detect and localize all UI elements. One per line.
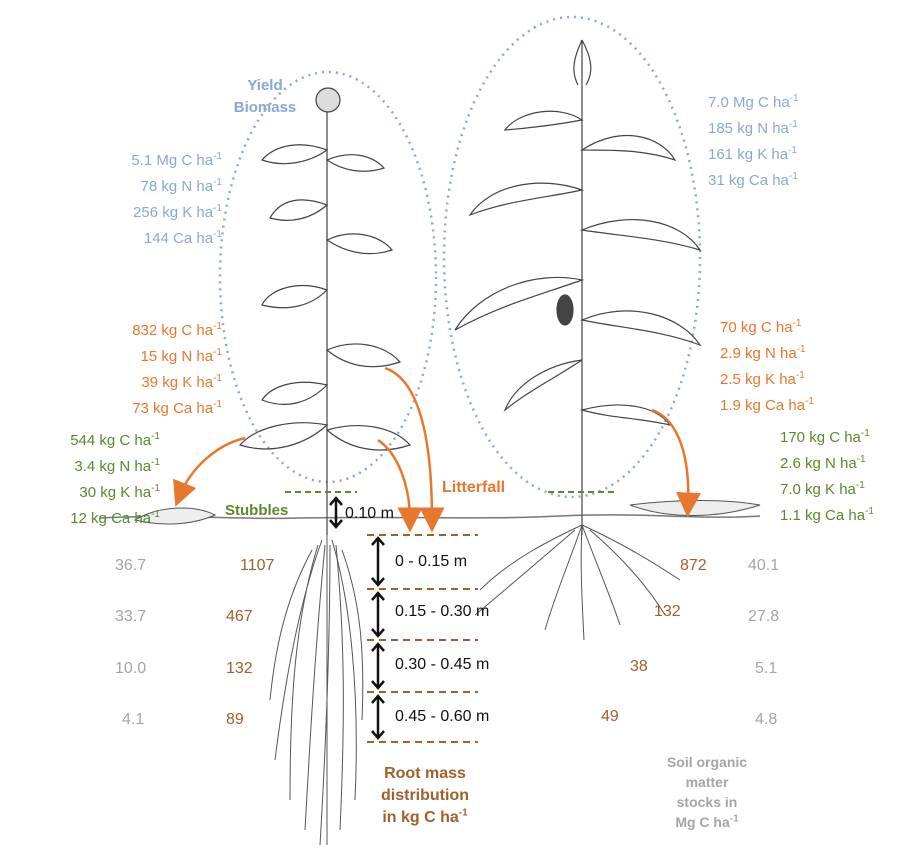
right-root-mass-4: 49 (601, 708, 619, 726)
left-root-mass-3: 132 (226, 660, 253, 678)
left-soil-stock-3: 10.0 (115, 660, 146, 678)
unit-superscript: -1 (805, 396, 814, 407)
right-fallen-leaf (630, 500, 760, 515)
unit-superscript: -1 (730, 813, 739, 824)
soil-caption-line2: matter (632, 772, 782, 792)
unit-superscript: -1 (213, 203, 222, 214)
unit-superscript: -1 (857, 454, 866, 465)
unit-superscript: -1 (796, 370, 805, 381)
unit-superscript: -1 (151, 457, 160, 468)
unit-superscript: -1 (797, 344, 806, 355)
unit-superscript: -1 (788, 145, 797, 156)
right-soil-stock-2: 27.8 (748, 608, 779, 626)
root-caption-line1: Root mass (345, 763, 505, 785)
right-root-mass-3: 38 (630, 658, 648, 676)
right-yield-n: 185 kg N ha-1 (708, 116, 799, 142)
left-stubble-ca: 12 kg Ca ha-1 (0, 506, 160, 532)
right-root-mass-2: 132 (654, 603, 681, 621)
unit-superscript: -1 (856, 480, 865, 491)
unit-superscript: -1 (151, 431, 160, 442)
root-caption-line3: in kg C ha-1 (345, 807, 505, 829)
left-yield-k: 256 kg K ha-1 (40, 200, 222, 226)
right-yield-ca: 31 kg Ca ha-1 (708, 168, 799, 194)
right-yield-values: 7.0 Mg C ha-1 185 kg N ha-1 161 kg K ha-… (708, 90, 799, 194)
left-yield-ca: 144 Ca ha-1 (40, 226, 222, 252)
left-stubble-k: 30 kg K ha-1 (0, 480, 160, 506)
unit-superscript: -1 (213, 399, 222, 410)
unit-superscript: -1 (793, 318, 802, 329)
left-soil-stock-1: 36.7 (115, 557, 146, 575)
unit-superscript: -1 (213, 347, 222, 358)
unit-superscript: -1 (213, 177, 222, 188)
left-litterfall-values: 832 kg C ha-1 15 kg N ha-1 39 kg K ha-1 … (40, 318, 222, 422)
unit-superscript: -1 (861, 428, 870, 439)
right-stubble-k: 7.0 kg K ha-1 (780, 477, 874, 503)
right-plant-drawing (455, 40, 700, 535)
left-soil-stock-2: 33.7 (115, 608, 146, 626)
right-stubble-values: 170 kg C ha-1 2.6 kg N ha-1 7.0 kg K ha-… (780, 425, 874, 529)
unit-superscript: -1 (151, 483, 160, 494)
yield-heading-line1: Yield (225, 75, 305, 97)
left-litter-c: 832 kg C ha-1 (40, 318, 222, 344)
unit-superscript: -1 (865, 506, 874, 517)
left-stubble-n: 3.4 kg N ha-1 (0, 454, 160, 480)
unit-superscript: -1 (213, 321, 222, 332)
soil-caption-line4: Mg C ha-1 (632, 812, 782, 832)
right-litter-c: 70 kg C ha-1 (720, 315, 814, 341)
right-yield-ellipse (444, 17, 700, 497)
depth-label-4: 0.45 - 0.60 m (395, 708, 489, 726)
yield-heading-line2: Biomass (225, 97, 305, 119)
left-root-mass-4: 89 (226, 711, 244, 729)
left-yield-ellipse (220, 72, 436, 482)
right-yield-c: 7.0 Mg C ha-1 (708, 90, 799, 116)
root-mass-caption: Root mass distribution in kg C ha-1 (345, 763, 505, 829)
right-root-mass-1: 872 (680, 557, 707, 575)
unit-superscript: -1 (790, 93, 799, 104)
left-soil-stock-4: 4.1 (122, 711, 144, 729)
root-caption-line2: distribution (345, 785, 505, 807)
depth-label-2: 0.15 - 0.30 m (395, 603, 489, 621)
left-litter-k: 39 kg K ha-1 (40, 370, 222, 396)
unit-superscript: -1 (789, 119, 798, 130)
right-litter-ca: 1.9 kg Ca ha-1 (720, 393, 814, 419)
left-yield-values: 5.1 Mg C ha-1 78 kg N ha-1 256 kg K ha-1… (40, 148, 222, 252)
left-litter-ca: 73 kg Ca ha-1 (40, 396, 222, 422)
depth-arrows (330, 498, 384, 738)
stubble-height-label: 0.10 m (345, 501, 394, 527)
right-soil-stock-3: 5.1 (755, 660, 777, 678)
left-plant-drawing (240, 88, 410, 535)
stubbles-label: Stubbles (225, 498, 288, 524)
right-soil-stock-4: 4.8 (755, 711, 777, 729)
soil-caption-line3: stocks in (632, 792, 782, 812)
left-litter-n: 15 kg N ha-1 (40, 344, 222, 370)
left-yield-n: 78 kg N ha-1 (40, 174, 222, 200)
unit-superscript: -1 (213, 373, 222, 384)
right-litter-n: 2.9 kg N ha-1 (720, 341, 814, 367)
yield-biomass-heading: Yield Biomass (225, 75, 305, 119)
left-yield-c: 5.1 Mg C ha-1 (40, 148, 222, 174)
right-stubble-n: 2.6 kg N ha-1 (780, 451, 874, 477)
left-root-mass-1: 1107 (240, 557, 274, 575)
left-stubble-c: 544 kg C ha-1 (0, 428, 160, 454)
left-stubble-values: 544 kg C ha-1 3.4 kg N ha-1 30 kg K ha-1… (0, 428, 160, 532)
right-litter-k: 2.5 kg K ha-1 (720, 367, 814, 393)
left-root-mass-2: 467 (226, 608, 253, 626)
soil-stock-caption: Soil organic matter stocks in Mg C ha-1 (632, 752, 782, 832)
depth-label-3: 0.30 - 0.45 m (395, 656, 489, 674)
right-soil-stock-1: 40.1 (748, 557, 779, 575)
right-roots (475, 525, 680, 640)
unit-superscript: -1 (151, 509, 160, 520)
right-stubble-ca: 1.1 kg Ca ha-1 (780, 503, 874, 529)
unit-superscript: -1 (789, 171, 798, 182)
right-litterfall-values: 70 kg C ha-1 2.9 kg N ha-1 2.5 kg K ha-1… (720, 315, 814, 419)
right-stubble-c: 170 kg C ha-1 (780, 425, 874, 451)
unit-superscript: -1 (213, 151, 222, 162)
right-yield-k: 161 kg K ha-1 (708, 142, 799, 168)
depth-label-1: 0 - 0.15 m (395, 553, 467, 571)
litterfall-label: Litterfall (442, 475, 505, 501)
soil-caption-line1: Soil organic (632, 752, 782, 772)
unit-superscript: -1 (213, 229, 222, 240)
unit-superscript: -1 (459, 808, 468, 819)
